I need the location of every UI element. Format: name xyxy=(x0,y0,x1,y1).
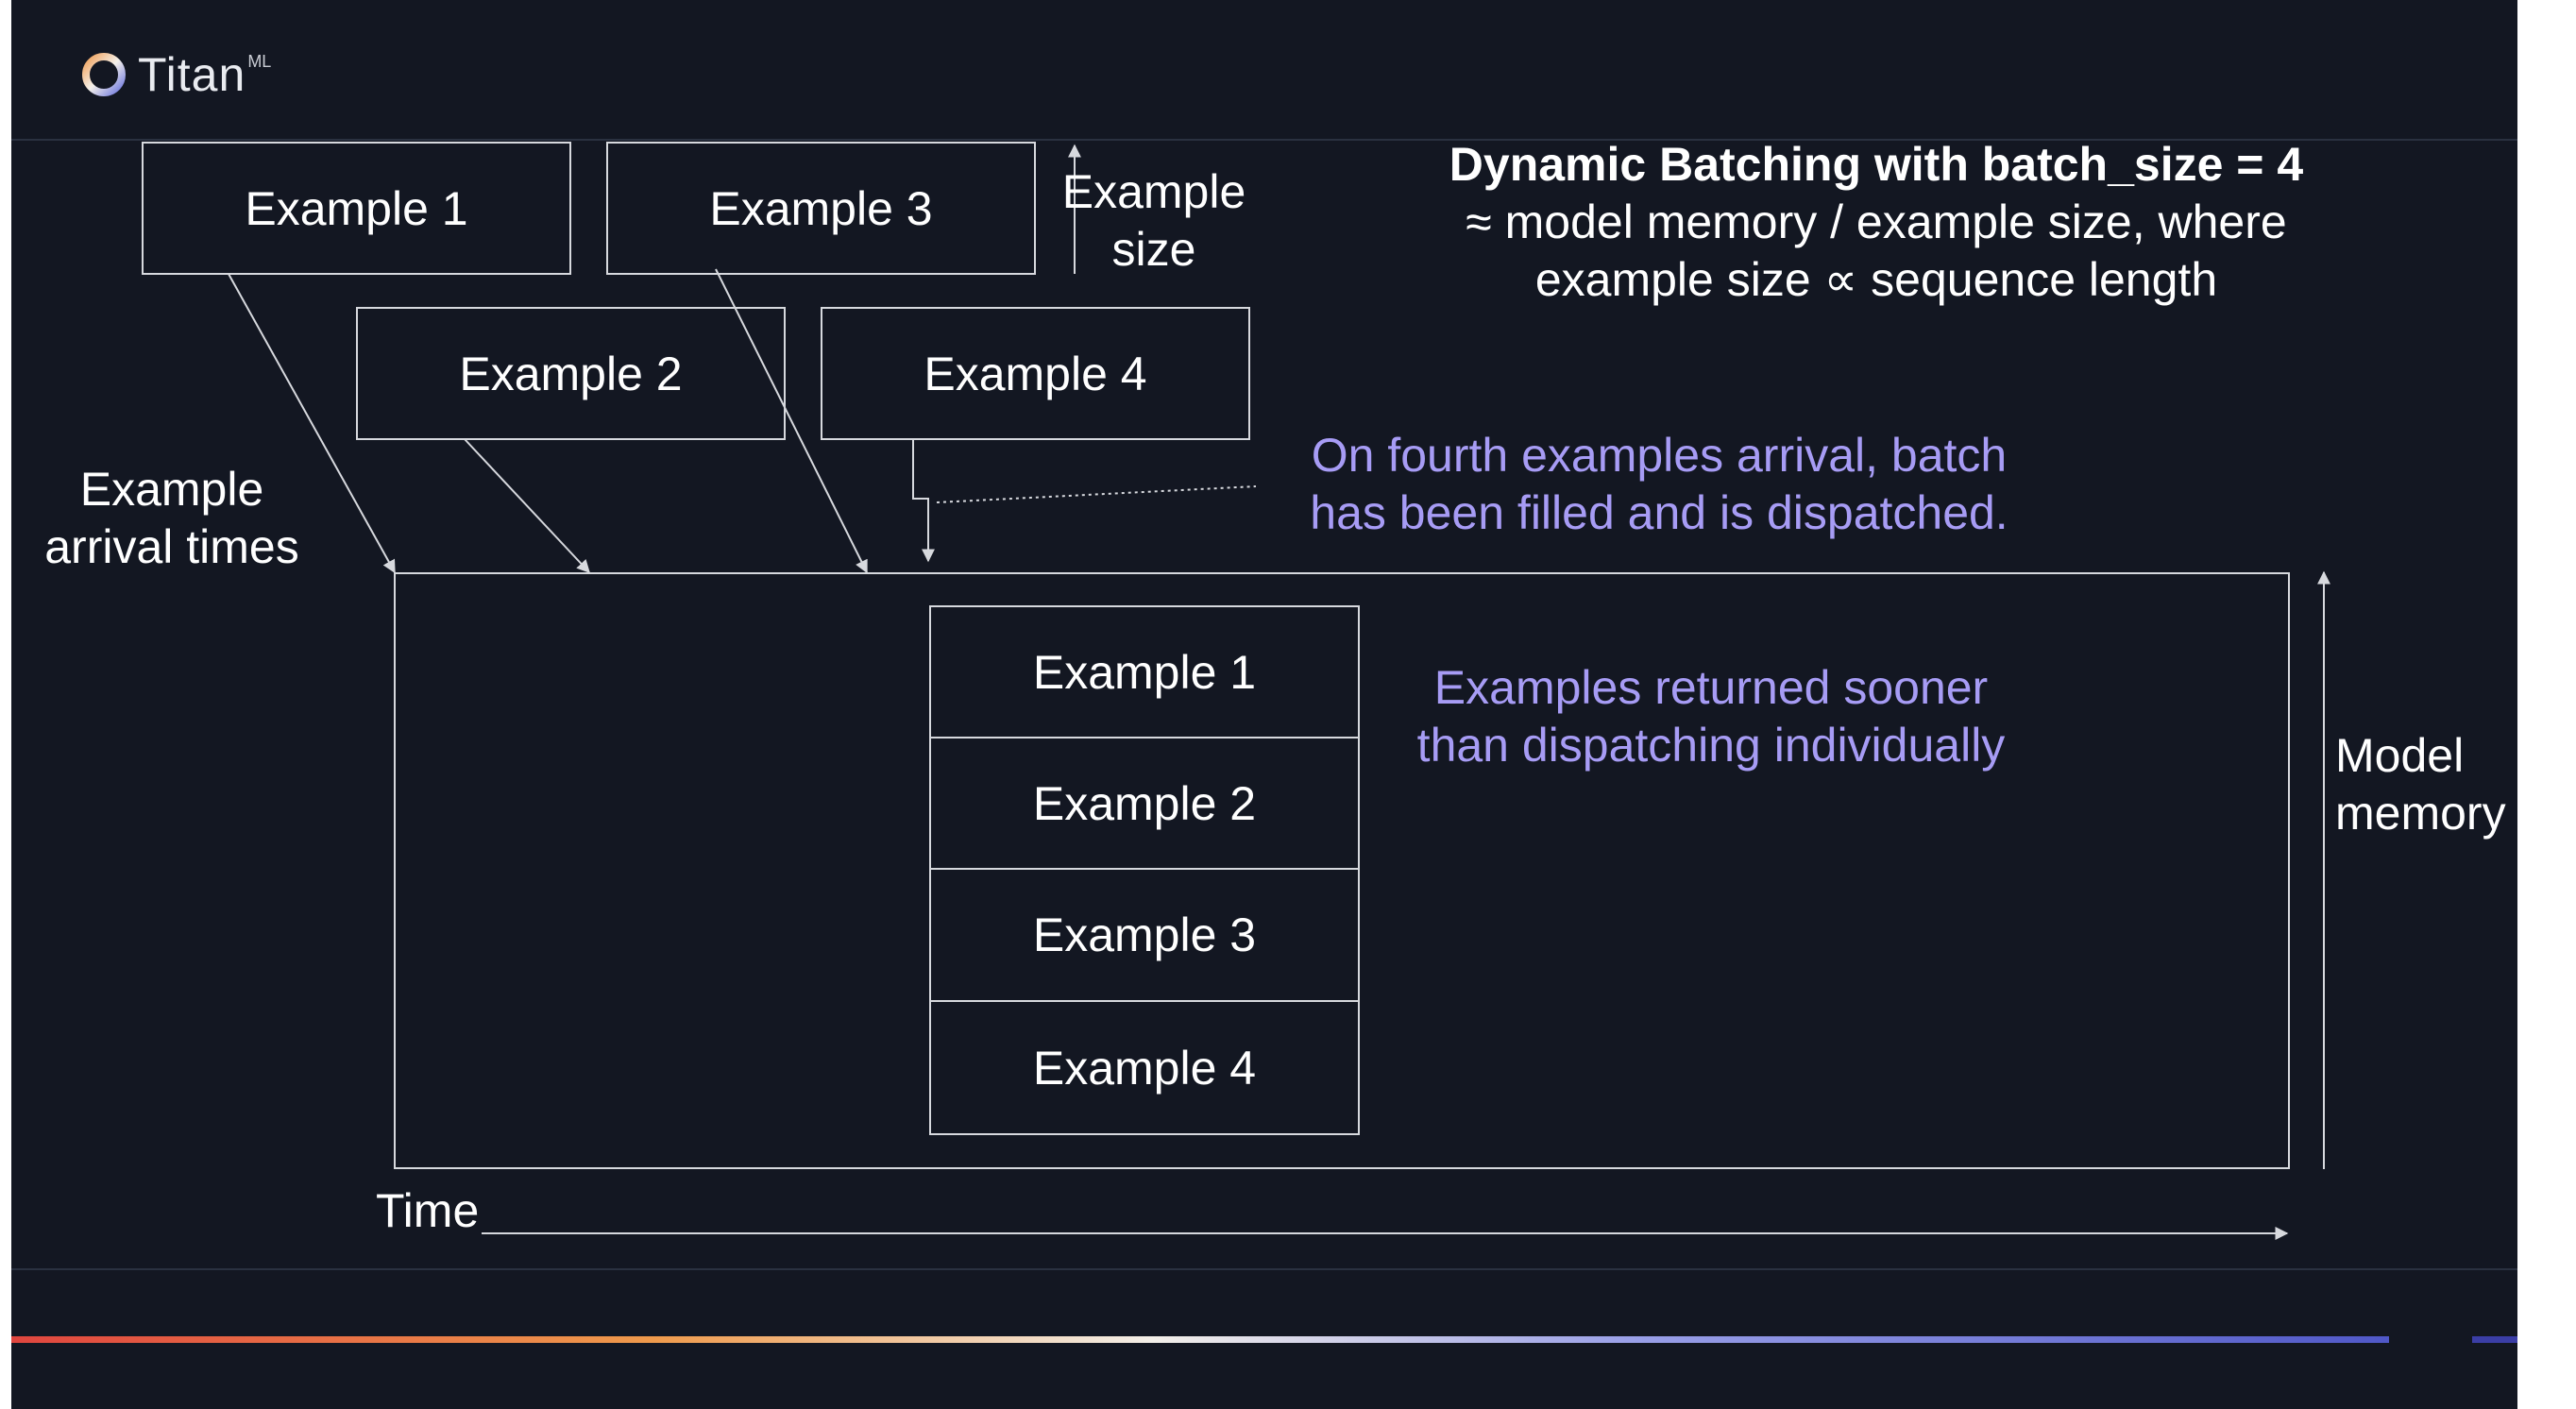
arrival-times-label: Example arrival times xyxy=(21,461,323,576)
batched-example-4-label: Example 4 xyxy=(1032,1041,1257,1095)
batched-example-1-label: Example 1 xyxy=(1032,645,1257,699)
arrival-line1: Example xyxy=(79,463,264,516)
batched-example-4: Example 4 xyxy=(929,1000,1360,1135)
footer-divider xyxy=(11,1268,2517,1270)
arrival-line-example-1 xyxy=(228,273,396,574)
model-memory-label: Model memory xyxy=(2335,727,2506,842)
incoming-example-2: Example 2 xyxy=(356,307,786,440)
connectors xyxy=(228,144,2330,1240)
incoming-example-1-label: Example 1 xyxy=(245,181,468,235)
brand-gradient-bar xyxy=(11,1336,2389,1343)
example-size-line2: size xyxy=(1111,223,1196,276)
title-line2: ≈ model memory / example size, where xyxy=(1466,195,2287,248)
dispatch-line1: On fourth examples arrival, batch xyxy=(1311,429,2008,482)
example-size-label: Example size xyxy=(1059,163,1248,279)
arrival-line-example-2 xyxy=(464,438,590,574)
arrival-line-example-3 xyxy=(715,268,868,574)
sooner-line2: than dispatching individually xyxy=(1416,719,2006,772)
sooner-line1: Examples returned sooner xyxy=(1433,661,1989,714)
example-size-line1: Example xyxy=(1061,165,1246,218)
batched-example-3-label: Example 3 xyxy=(1032,908,1257,961)
batched-example-3: Example 3 xyxy=(929,868,1360,1002)
header-divider xyxy=(11,139,2517,141)
title-line3: example size ∝ sequence length xyxy=(1534,253,2218,306)
dispatch-annotation: On fourth examples arrival, batch has be… xyxy=(1258,427,2060,542)
batched-example-2: Example 2 xyxy=(929,737,1360,870)
dispatch-line2: has been filled and is dispatched. xyxy=(1310,486,2008,539)
batched-example-2-label: Example 2 xyxy=(1032,776,1257,830)
incoming-example-4: Example 4 xyxy=(821,307,1250,440)
arrival-line2: arrival times xyxy=(44,520,299,573)
diagram-title: Dynamic Batching with batch_size = 4 ≈ m… xyxy=(1333,136,2419,309)
model-memory-line1: Model xyxy=(2335,729,2465,782)
dispatch-line-example-4 xyxy=(912,439,935,563)
dispatch-dotted-line xyxy=(936,485,1257,503)
incoming-example-3: Example 3 xyxy=(606,142,1036,275)
time-label: Time xyxy=(376,1184,480,1237)
incoming-example-2-label: Example 2 xyxy=(459,347,683,400)
slide: Titan ML Example 1 Example 2 Example 3 E… xyxy=(11,0,2517,1409)
titan-logo: Titan ML xyxy=(79,47,271,102)
incoming-example-3-label: Example 3 xyxy=(709,181,933,235)
titan-ring-icon xyxy=(82,53,126,96)
incoming-example-4-label: Example 4 xyxy=(924,347,1147,400)
model-memory-line2: memory xyxy=(2335,787,2506,840)
incoming-example-1: Example 1 xyxy=(142,142,571,275)
title-heading: Dynamic Batching with batch_size = 4 xyxy=(1449,138,2304,191)
brand-name: Titan xyxy=(138,48,246,101)
brand-superscript: ML xyxy=(247,51,272,71)
batched-example-1: Example 1 xyxy=(929,605,1360,738)
model-memory-frame xyxy=(394,572,2290,1169)
brand-gradient-tail xyxy=(2472,1336,2517,1343)
sooner-annotation: Examples returned sooner than dispatchin… xyxy=(1371,659,2051,774)
